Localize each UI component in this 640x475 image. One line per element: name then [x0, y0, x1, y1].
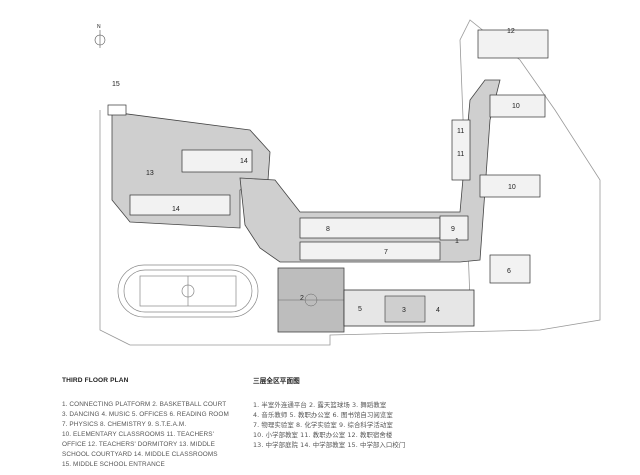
- legend-chinese: 三层全区平面图 1. 半室外连通平台 2. 露天篮球场 3. 舞蹈教室 4. 音…: [253, 376, 405, 450]
- legend-english: THIRD FLOOR PLAN 1. CONNECTING PLATFORM …: [62, 376, 229, 470]
- label-11: 11: [457, 128, 464, 135]
- middle-school-block: [107, 104, 271, 229]
- legend-line: 3. DANCING 4. MUSIC 5. OFFICES 6. READIN…: [62, 411, 229, 418]
- label-11: 11: [457, 151, 464, 158]
- legend-title: 三层全区平面图: [253, 377, 300, 385]
- legend-line: 15. MIDDLE SCHOOL ENTRANCE: [62, 461, 165, 468]
- label-4: 4: [436, 307, 440, 314]
- label-14: 14: [240, 158, 248, 165]
- label-12: 12: [507, 28, 515, 35]
- label-7: 7: [384, 249, 388, 256]
- legend-line: 4. 音乐教师 5. 教职办公室 6. 图书馆自习阅览室: [253, 411, 393, 419]
- label-1: 1: [455, 238, 459, 245]
- legend-title: THIRD FLOOR PLAN: [62, 377, 129, 384]
- legend-line: 1. CONNECTING PLATFORM 2. BASKETBALL COU…: [62, 401, 227, 408]
- label-10: 10: [512, 103, 520, 110]
- label-14: 14: [172, 206, 180, 213]
- label-3: 3: [402, 307, 406, 314]
- legend-line: 7. 物理实验室 8. 化学实验室 9. 综合科学活动室: [253, 421, 393, 429]
- legend-line: SCHOOL COURTYARD 14. MIDDLE CLASSROOMS: [62, 451, 218, 458]
- label-6: 6: [507, 268, 511, 275]
- legend-line: 10. ELEMENTARY CLASSROOMS 11. TEACHERS': [62, 431, 214, 438]
- label-10: 10: [508, 184, 516, 191]
- label-9: 9: [451, 226, 455, 233]
- legend-line: 7. PHYSICS 8. CHEMISTRY 9. S.T.E.A.M.: [62, 421, 187, 428]
- label-2: 2: [300, 295, 304, 302]
- north-arrow-icon: [94, 30, 106, 48]
- classroom-blocks: [299, 29, 549, 284]
- legend-line: 10. 小学部教室 11. 教职办公室 12. 教职宿舍楼: [253, 431, 393, 439]
- basketball-court: [277, 267, 345, 333]
- north-label: N: [97, 24, 101, 30]
- legend-line: OFFICE 12. TEACHERS' DORMITORY 13. MIDDL…: [62, 441, 215, 448]
- label-13: 13: [146, 170, 154, 177]
- running-track: [117, 264, 259, 318]
- label-8: 8: [326, 226, 330, 233]
- legend-line: 1. 半室外连通平台 2. 露天篮球场 3. 舞蹈教室: [253, 401, 387, 409]
- site-boundary: [99, 19, 601, 346]
- label-15: 15: [112, 81, 120, 88]
- label-5: 5: [358, 306, 362, 313]
- legend-line: 13. 中学部庭院 14. 中学部教室 15. 中学部入口校门: [253, 441, 406, 449]
